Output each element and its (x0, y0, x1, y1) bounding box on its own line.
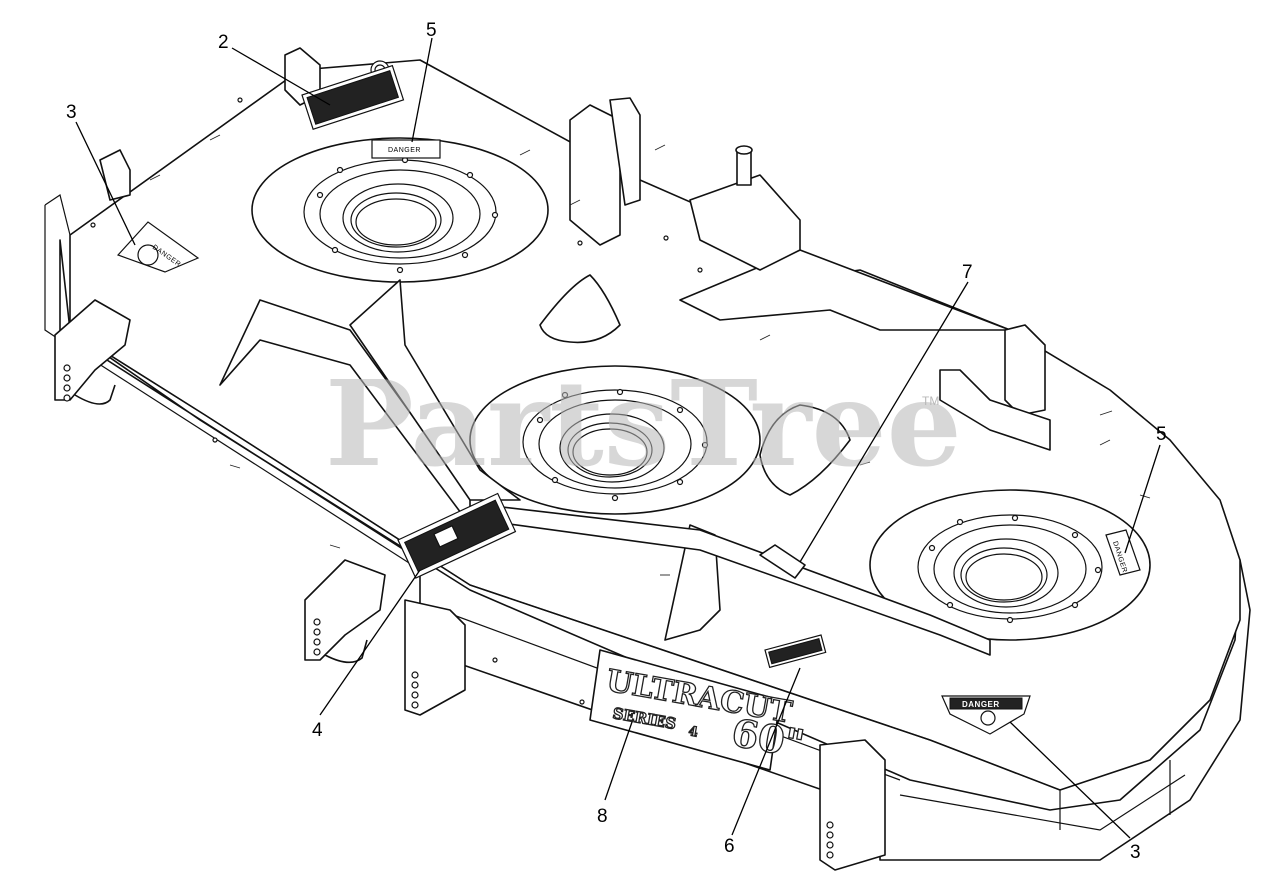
callout-4: 4 (312, 720, 323, 741)
decal-2 (301, 64, 405, 130)
logo-size: 60" (728, 710, 807, 767)
watermark-tm: TM (922, 394, 939, 408)
deck-front-edge (69, 329, 1061, 791)
decal-3-left: DANGER (116, 221, 200, 273)
decal-3-right: DANGER (941, 695, 1031, 735)
callout-2: 2 (218, 32, 229, 53)
callout-7: 7 (962, 262, 973, 283)
decal-6 (764, 634, 827, 669)
left-top-bracket (99, 149, 131, 201)
leader-lines (75, 37, 1161, 839)
rear-pivot-post (736, 149, 752, 186)
logo-series-number: 4 (687, 724, 699, 740)
callout-3-right: 3 (1130, 842, 1141, 863)
callout-3-left: 3 (66, 102, 77, 123)
part-7 (759, 544, 806, 579)
decal-3-right-text: DANGER (962, 700, 1000, 709)
baffle-center (349, 279, 521, 501)
callout-6: 6 (724, 836, 735, 857)
watermark-text: PartsTree (325, 354, 962, 493)
left-rear-hanger (54, 299, 131, 405)
callout-5-right: 5 (1156, 424, 1167, 445)
rear-center-tab (609, 97, 641, 206)
right-side-bracket (939, 369, 1051, 451)
front-hanger-center (404, 599, 466, 716)
center-mound (539, 274, 621, 344)
baffle-wall (479, 504, 991, 656)
front-hanger-right (819, 739, 886, 871)
decal-5-rear-text: DANGER (388, 147, 421, 154)
deck-front-skirt (59, 239, 1251, 861)
rear-center-hitch (569, 104, 621, 246)
spindle-right (869, 489, 1151, 641)
idler-cover (759, 404, 851, 496)
decal-5-rear: DANGER (371, 139, 441, 159)
decal-4 (397, 492, 517, 579)
right-side-tab (1004, 324, 1046, 416)
callout-5-rear: 5 (426, 20, 437, 41)
rear-bracket (689, 174, 801, 271)
spindle-left (251, 137, 549, 283)
left-front-hanger (304, 559, 386, 664)
spindle-center (469, 365, 761, 515)
callout-8: 8 (597, 806, 608, 827)
